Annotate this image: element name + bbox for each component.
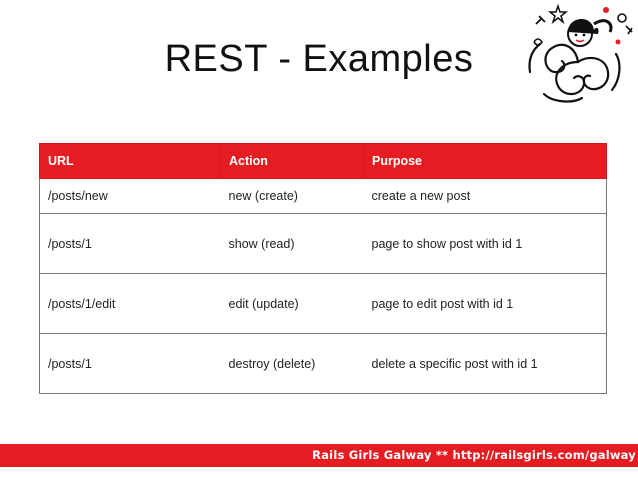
table-row: /posts/1 destroy (delete) delete a speci… (39, 333, 607, 394)
rest-examples-table: URL Action Purpose /posts/new new (creat… (39, 143, 607, 394)
cell-url: /posts/new (39, 178, 221, 214)
footer-bar: Rails Girls Galway ** http://railsgirls.… (0, 444, 638, 467)
column-header-action: Action (220, 143, 364, 179)
rails-girls-galway-logo-icon (528, 3, 633, 103)
table-row: /posts/new new (create) create a new pos… (39, 178, 607, 214)
slide-title: REST - Examples (164, 38, 474, 80)
table-row: /posts/1/edit edit (update) page to edit… (39, 273, 607, 334)
cell-purpose: page to show post with id 1 (363, 213, 607, 274)
cell-url: /posts/1/edit (39, 273, 221, 334)
cell-purpose: create a new post (363, 178, 607, 214)
table-header-row: URL Action Purpose (39, 143, 607, 179)
cell-purpose: delete a specific post with id 1 (363, 333, 607, 394)
column-header-url: URL (39, 143, 221, 179)
footer-text: Rails Girls Galway ** http://railsgirls.… (312, 448, 636, 462)
cell-url: /posts/1 (39, 333, 221, 394)
cell-url: /posts/1 (39, 213, 221, 274)
table-row: /posts/1 show (read) page to show post w… (39, 213, 607, 274)
cell-purpose: page to edit post with id 1 (363, 273, 607, 334)
column-header-purpose: Purpose (363, 143, 607, 179)
cell-action: destroy (delete) (220, 333, 364, 394)
cell-action: show (read) (220, 213, 364, 274)
cell-action: edit (update) (220, 273, 364, 334)
cell-action: new (create) (220, 178, 364, 214)
